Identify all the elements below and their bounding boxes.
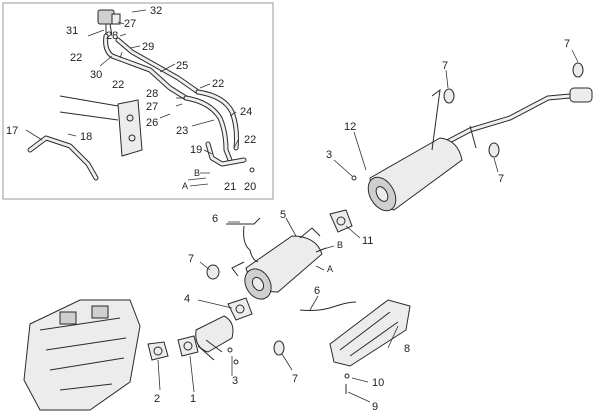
callout-6: 6 — [212, 213, 218, 225]
gasket-1 — [177, 335, 199, 357]
callout-4: 4 — [184, 293, 190, 305]
callout-26: 26 — [146, 117, 158, 129]
callout-24: 24 — [240, 106, 252, 118]
rubber-mounts — [206, 62, 584, 356]
callout-3: 3 — [326, 149, 332, 161]
callout-10: 10 — [372, 377, 384, 389]
callout-7: 7 — [564, 38, 570, 50]
sensor-wire — [226, 217, 357, 311]
callout-27: 27 — [146, 101, 158, 113]
callout-11: 11 — [362, 235, 373, 247]
pipe-17 — [27, 135, 99, 181]
engine-bracket — [59, 95, 143, 157]
sensor-module — [97, 9, 121, 37]
callout-17: 17 — [6, 125, 18, 137]
inset-leaders — [25, 9, 239, 181]
callout-9: 9 — [372, 401, 378, 413]
callout-28: 28 — [146, 88, 158, 100]
callout-32: 32 — [150, 5, 162, 17]
engine-block — [23, 299, 141, 411]
rear-silencer — [367, 87, 593, 212]
callout-21: 21 — [224, 181, 236, 193]
callout-23: 23 — [176, 125, 188, 137]
callout-5: 5 — [280, 209, 286, 221]
front-pipe — [195, 315, 234, 361]
callout-22: 22 — [244, 134, 256, 146]
ref-a-main: A — [327, 264, 333, 274]
gasket-4 — [227, 297, 253, 321]
callout-28: 28 — [106, 30, 118, 42]
heat-shield — [329, 299, 411, 367]
callout-29: 29 — [142, 41, 154, 53]
bolts — [227, 175, 357, 394]
gasket-2 — [147, 341, 169, 361]
callout-19: 19 — [190, 144, 202, 156]
callout-2: 2 — [154, 393, 160, 405]
pipe-bend-19 — [205, 141, 255, 173]
callout-8: 8 — [404, 343, 410, 355]
callout-31: 31 — [66, 25, 78, 37]
callout-12: 12 — [344, 121, 356, 133]
callout-22: 22 — [70, 52, 82, 64]
ref-b-main: B — [337, 240, 343, 250]
ref-b-inset: B — [194, 168, 200, 178]
main-leaders — [157, 49, 579, 403]
callout-7: 7 — [498, 173, 504, 185]
callout-7: 7 — [292, 373, 298, 385]
callout-22: 22 — [112, 79, 124, 91]
callout-3: 3 — [232, 375, 238, 387]
callout-18: 18 — [80, 131, 92, 143]
sensor-pipe-long — [183, 89, 239, 163]
callout-30: 30 — [90, 69, 102, 81]
callout-6: 6 — [314, 285, 320, 297]
callout-1: 1 — [190, 393, 196, 405]
callout-27: 27 — [124, 18, 136, 30]
callout-7: 7 — [442, 60, 448, 72]
sensor-hoses — [103, 33, 201, 101]
ref-a-inset: A — [182, 181, 188, 191]
particulate-filter — [231, 227, 327, 300]
callout-7: 7 — [188, 253, 194, 265]
callout-20: 20 — [244, 181, 256, 193]
detail-inset: 32 31 27 28 22 29 30 22 25 22 28 27 26 2… — [2, 2, 274, 200]
callout-22: 22 — [212, 78, 224, 90]
callout-25: 25 — [176, 60, 188, 72]
